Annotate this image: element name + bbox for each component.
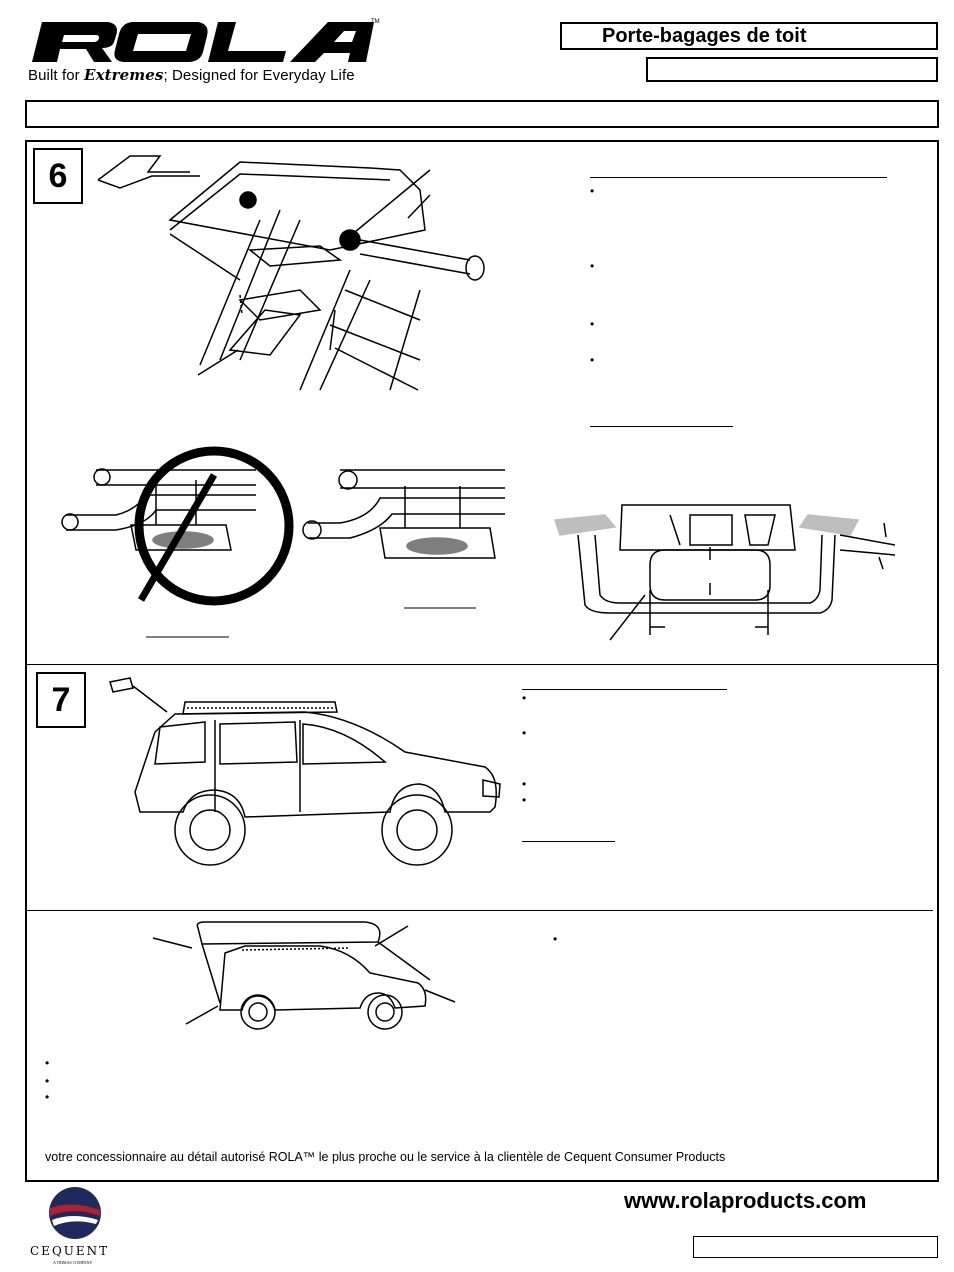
page-number-box xyxy=(693,1236,938,1258)
step6-subheading-underline xyxy=(590,426,733,427)
brand-tagline: Built for Extremes; Designed for Everyda… xyxy=(28,66,355,84)
step6-bullet: • xyxy=(590,353,595,367)
step6-bullet: • xyxy=(590,184,595,198)
dealer-notice: votre concessionnaire au détail autorisé… xyxy=(45,1150,726,1164)
section-divider-1 xyxy=(27,664,939,665)
step7-bullet: • xyxy=(522,793,527,807)
step7-bullet: • xyxy=(522,691,527,705)
bottom-bullet: • xyxy=(45,1090,50,1104)
header-bar xyxy=(25,100,939,128)
incorrect-install-diagram xyxy=(61,446,294,638)
step7-bullet: • xyxy=(522,777,527,791)
bottom-right-bullet: • xyxy=(553,932,558,946)
cequent-subtext: A TRIMAS COMPANY xyxy=(53,1260,93,1265)
step6-bullet: • xyxy=(590,317,595,331)
instructions-panel xyxy=(25,140,939,1182)
correct-install-diagram xyxy=(302,469,505,609)
step7-heading-underline xyxy=(522,689,727,690)
step-7-number: 7 xyxy=(36,672,86,728)
page-title: Porte-bagages de toit xyxy=(560,22,938,50)
clamp-cross-section-diagram xyxy=(553,504,896,641)
website-url[interactable]: www.rolaproducts.com xyxy=(624,1188,867,1213)
rola-logo: TM xyxy=(32,19,380,62)
step6-bullet: • xyxy=(590,259,595,273)
clamp-assembly-diagram xyxy=(97,155,485,391)
step-6-number: 6 xyxy=(33,148,83,204)
vehicle-side-view xyxy=(109,677,501,866)
bottom-bullet: • xyxy=(45,1074,50,1088)
step7-subheading-underline xyxy=(522,841,615,842)
cequent-logo-icon xyxy=(49,1187,101,1239)
vehicle-with-cargo-diagram xyxy=(152,921,456,1030)
cequent-wordmark: CEQUENT xyxy=(30,1244,110,1258)
step6-heading-underline xyxy=(590,177,887,178)
section-divider-2 xyxy=(27,910,933,911)
svg-text:TM: TM xyxy=(371,19,380,25)
step7-bullet: • xyxy=(522,726,527,740)
bottom-bullet: • xyxy=(45,1056,50,1070)
part-number-box xyxy=(646,57,938,82)
